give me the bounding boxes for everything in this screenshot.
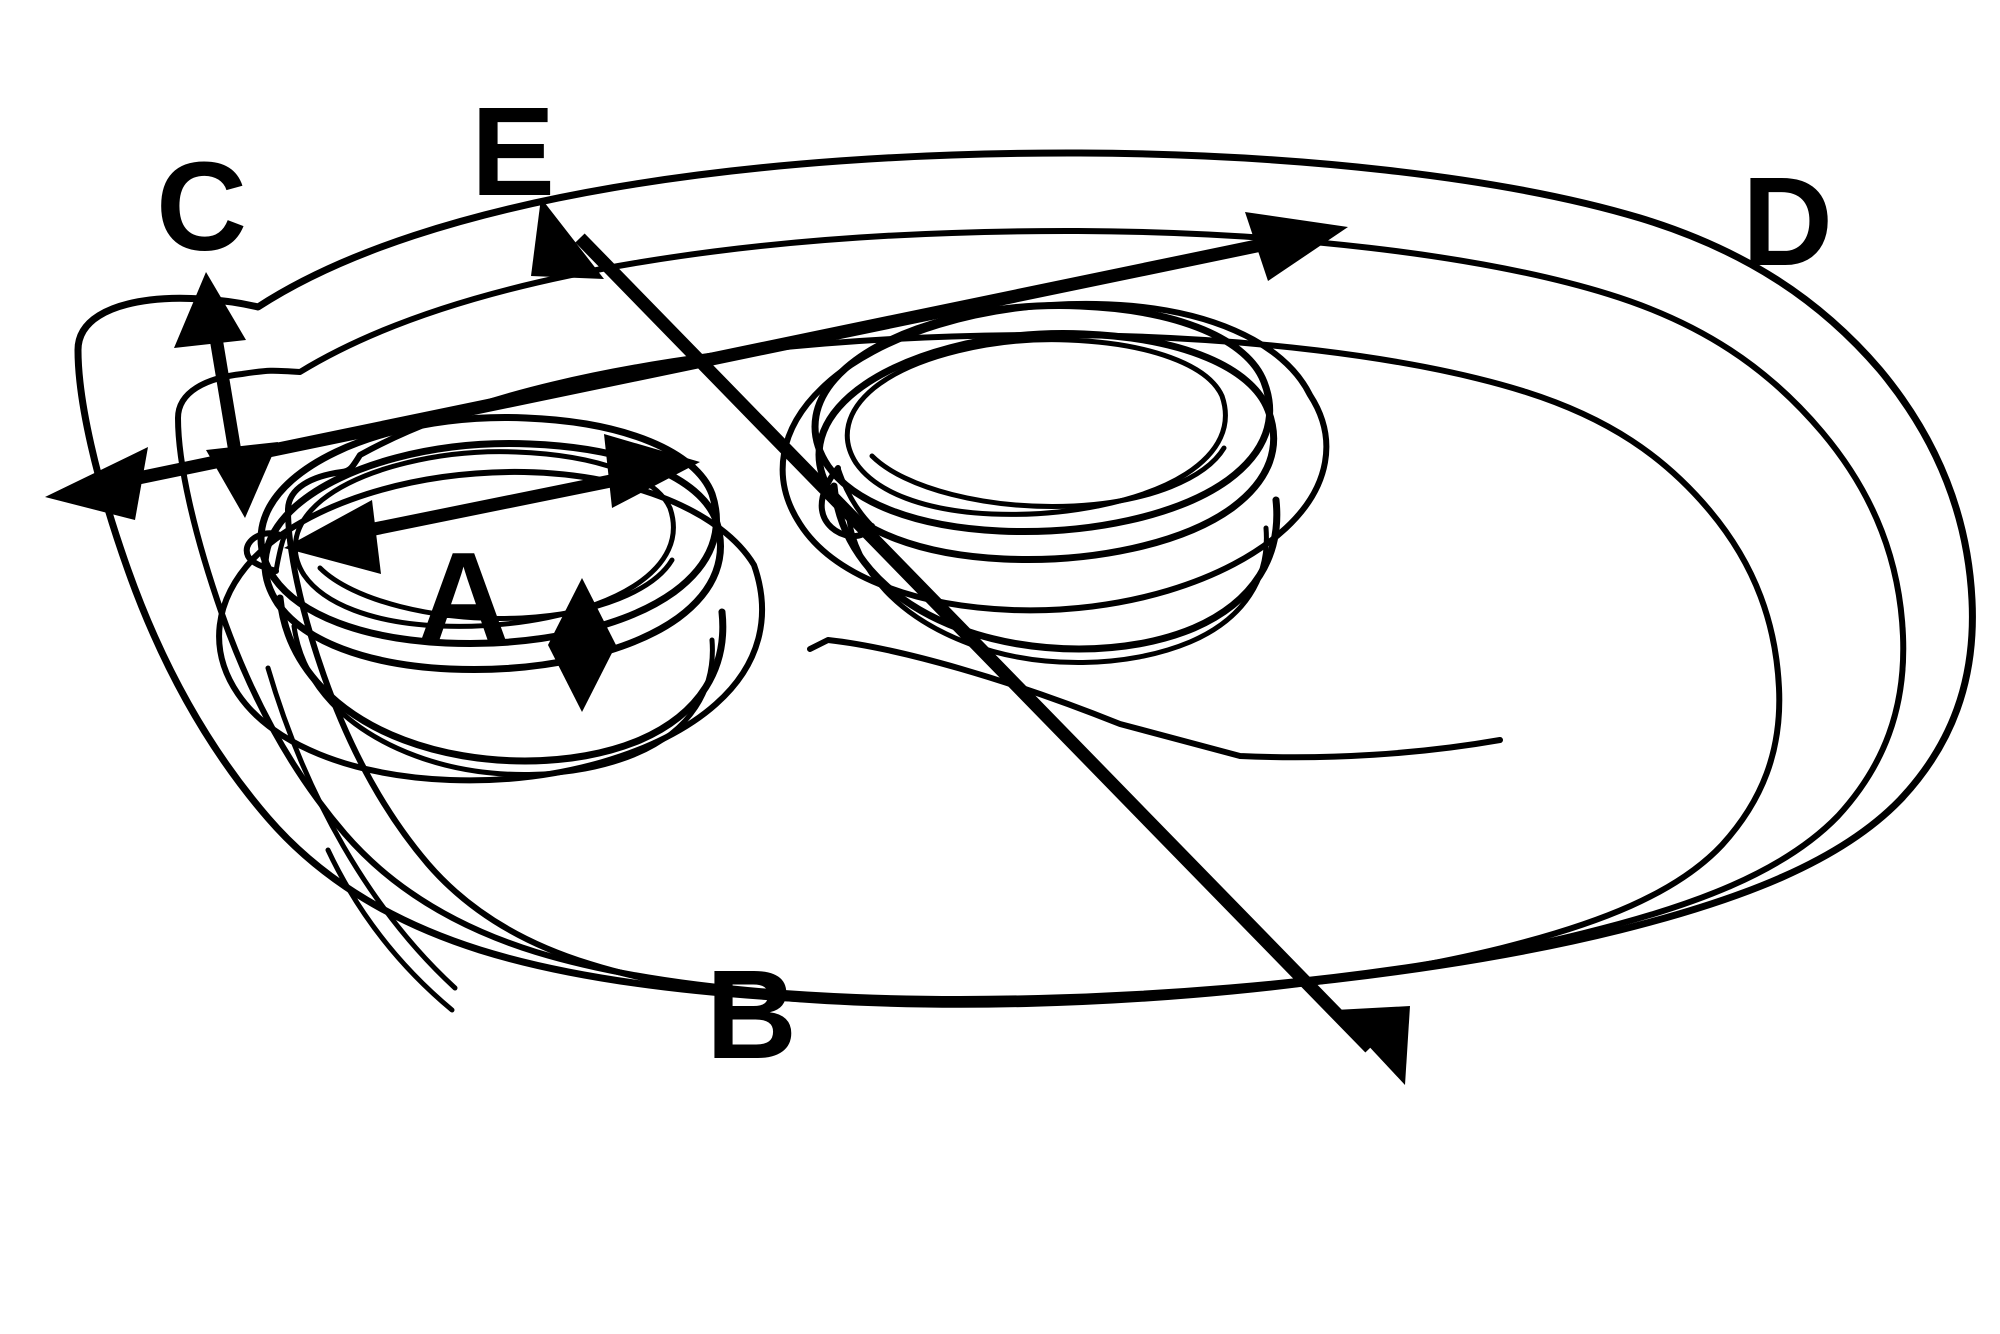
dimension-arrow-C-shaft [206,318,245,472]
dimension-arrow-C-head-top [174,272,246,348]
left-bowl-basin-depth-line [317,557,675,621]
right-bowl [779,300,1330,665]
dimension-arrow-A-head-left [284,500,381,574]
dimension-arrow-B-head-top [548,578,616,645]
right-bowl-rim-top [811,302,1274,535]
left-bowl-rim-tab [243,530,287,574]
dimension-arrow-E-head-top [531,198,604,279]
dimension-arrow-D-head-left [45,447,148,520]
dimension-arrow-B [548,578,616,712]
tray-front-skirt-line-b [325,847,455,1013]
left-bowl-inner-basin [292,449,676,629]
right-bowl-foot-line [845,511,1269,665]
dimension-arrow-A [284,434,700,574]
dimension-arrow-E [531,198,1410,1085]
left-bowl [216,414,766,784]
left-bowl-rim-top [257,414,720,647]
right-bowl-inner-basin [844,337,1228,517]
dimension-arrow-C [174,272,278,518]
tray-divider-ridge [807,637,1503,761]
left-bowl-well-ring [216,468,766,784]
tray-lip-inner-edge [175,227,1907,1002]
left-bowl-rim-tab-inner [273,534,287,574]
dimension-label-D: D [1742,151,1833,292]
dimension-arrow-A-head-right [604,434,700,508]
tray-front-skirt-line-a [265,665,458,991]
dimension-arrow-E-head-bottom [1335,1006,1410,1085]
dimension-arrow-C-head-bottom [206,442,278,518]
dimension-label-E: E [471,81,555,222]
dimension-arrow-D-head-right [1245,212,1348,281]
dimension-arrow-B-head-bottom [548,645,616,712]
right-bowl-basin-depth-line [869,445,1227,509]
dimension-label-B: B [706,944,797,1085]
tray-outer-edge [74,149,1976,1006]
left-bowl-foot-line [291,623,715,777]
dimension-label-A: A [418,526,509,667]
dimension-label-C: C [156,136,247,277]
dimension-arrow-E-shaft [575,233,1375,1053]
right-bowl-rim-tab-inner [835,465,875,529]
dimension-arrow-A-shaft [328,465,657,545]
